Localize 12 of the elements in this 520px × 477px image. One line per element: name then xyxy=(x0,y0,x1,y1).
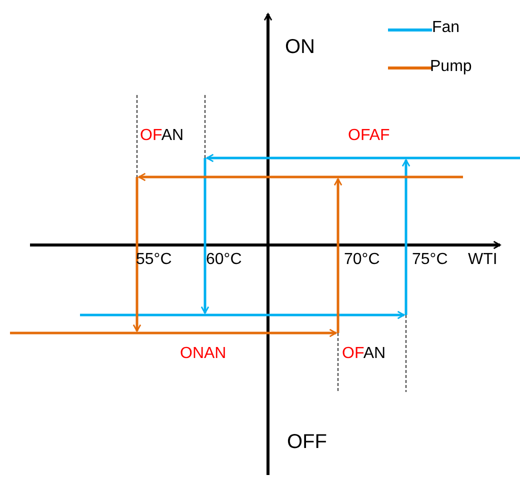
temperature-label: 70°C xyxy=(344,252,380,268)
temperature-label: 60°C xyxy=(206,252,242,268)
temperature-label: 75°C xyxy=(412,252,448,268)
mode-label: OFAF xyxy=(348,128,390,144)
axis-label: WTI xyxy=(468,252,498,268)
mode-label: OFAN xyxy=(140,128,184,144)
axis-label: OFF xyxy=(287,432,327,452)
legend-label: Fan xyxy=(432,20,460,36)
mode-label: ONAN xyxy=(180,346,226,362)
legend-label: Pump xyxy=(430,59,472,75)
axis-label: ON xyxy=(285,37,315,57)
mode-label: OFAN xyxy=(342,346,386,362)
